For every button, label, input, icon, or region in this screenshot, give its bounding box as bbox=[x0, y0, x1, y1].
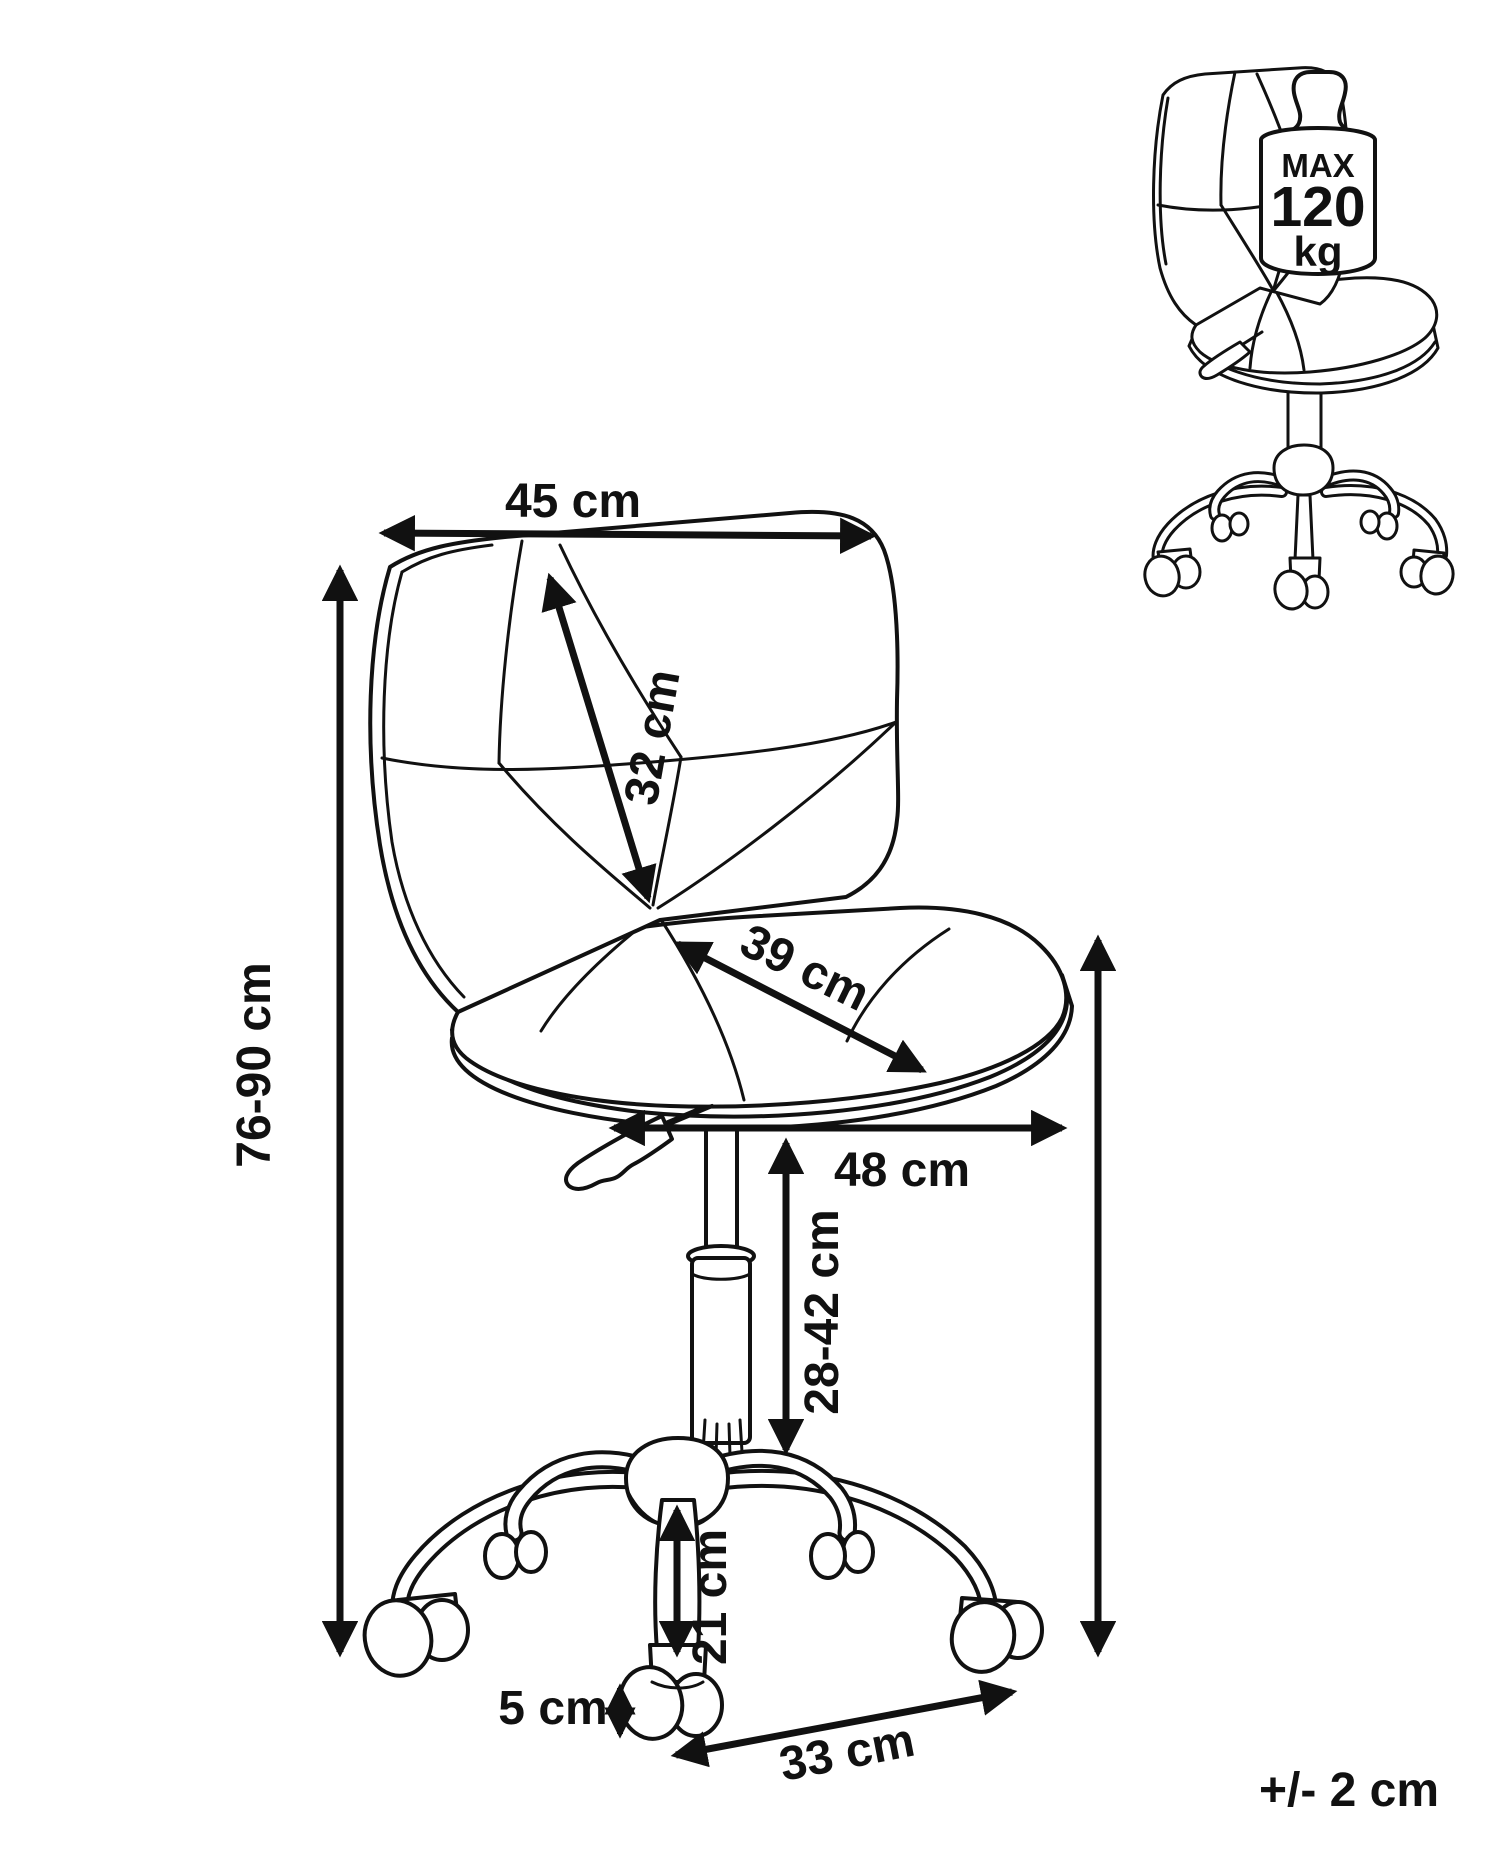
dim-front-leg-height-label: 21 cm bbox=[684, 1529, 737, 1665]
main-chair-gas-lift bbox=[686, 1098, 756, 1458]
dim-seat-width: 48 cm bbox=[608, 1109, 1068, 1197]
caster-back-left bbox=[483, 1530, 548, 1580]
dim-gas-lift-range: 28-42 cm bbox=[767, 1137, 849, 1456]
mini-chair: MAX 120 kg bbox=[1143, 66, 1455, 611]
caster-left bbox=[362, 1592, 470, 1678]
mini-caster-front bbox=[1273, 556, 1330, 611]
dim-caster-height-label: 5 cm bbox=[498, 1682, 607, 1735]
dim-gas-lift-range-label: 28-42 cm bbox=[796, 1209, 849, 1414]
mini-caster-right bbox=[1399, 548, 1455, 596]
max-load-unit: kg bbox=[1293, 228, 1342, 275]
dim-overall-width: 45 cm bbox=[378, 475, 877, 555]
max-load-weight-icon: MAX 120 kg bbox=[1259, 70, 1377, 276]
dim-overall-width-label: 45 cm bbox=[505, 475, 641, 528]
dim-base-leg-length: 33 cm bbox=[670, 1679, 1018, 1792]
mini-chair-lever bbox=[1198, 330, 1264, 380]
tolerance-note: +/- 2 cm bbox=[1259, 1764, 1439, 1817]
caster-right bbox=[949, 1596, 1044, 1674]
dim-base-leg-length-label: 33 cm bbox=[775, 1714, 919, 1792]
dim-seat-width-label: 48 cm bbox=[834, 1144, 970, 1197]
max-load-value: 120 bbox=[1270, 175, 1365, 239]
mini-caster-left bbox=[1143, 547, 1202, 598]
dim-overall-height: 76-90 cm bbox=[228, 564, 359, 1658]
dim-front-leg-height: 21 cm bbox=[658, 1504, 737, 1665]
max-load-prefix: MAX bbox=[1281, 147, 1354, 184]
tolerance-label: +/- 2 cm bbox=[1259, 1764, 1439, 1817]
dim-caster-height: 5 cm bbox=[498, 1682, 636, 1739]
mini-chair-seat bbox=[1187, 276, 1440, 395]
mini-chair-base bbox=[1143, 443, 1455, 611]
dim-overall-height-label: 76-90 cm bbox=[228, 962, 281, 1167]
caster-back-right bbox=[809, 1530, 875, 1580]
